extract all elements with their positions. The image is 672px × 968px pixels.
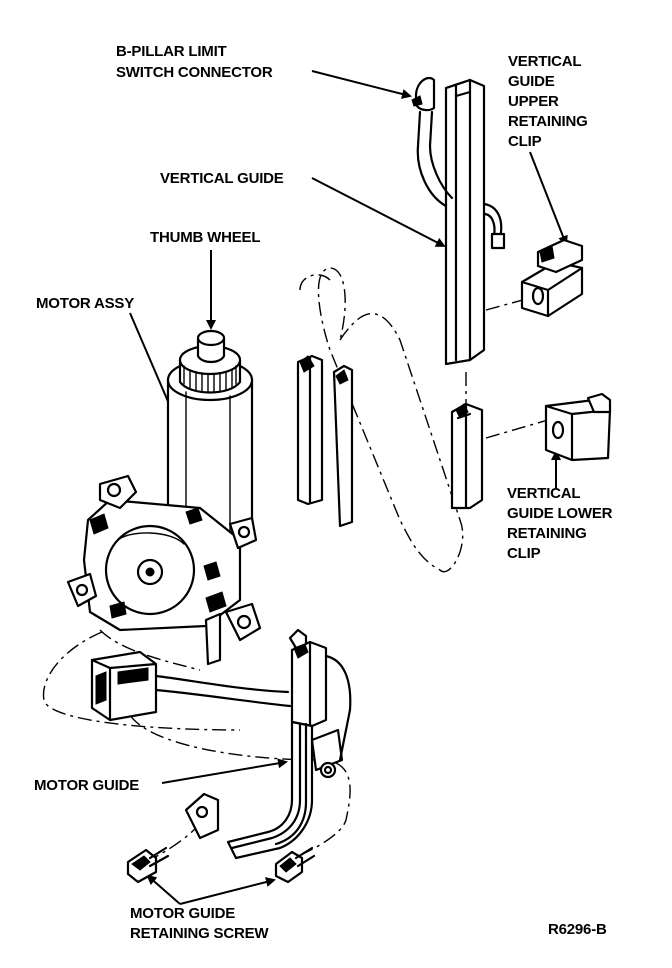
label-lower-clip-line4: CLIP (507, 545, 541, 562)
leader-upper-clip (529, 151, 568, 246)
label-thumb-wheel: THUMB WHEEL (150, 229, 260, 246)
label-upper-clip-line3: UPPER (508, 93, 559, 110)
vertical-guide-upper-retaining-clip (520, 238, 584, 318)
retaining-screw-right (274, 846, 316, 884)
guide-channel-piece (296, 354, 354, 528)
vertical-guide-lower (450, 402, 484, 510)
bpillar-connector (411, 76, 506, 250)
label-bpillar-connector: B-PILLAR LIMIT SWITCH CONNECTOR (116, 43, 273, 81)
label-motor-assy: MOTOR ASSY (36, 295, 134, 312)
leader-screw-right (179, 877, 276, 905)
label-screw-line2: RETAINING SCREW (130, 925, 269, 942)
label-upper-clip-line5: CLIP (508, 133, 542, 150)
leader-bpillar-connector (311, 70, 412, 99)
motor-guide (184, 628, 352, 860)
motor-electrical-connector (90, 650, 292, 722)
label-upper-clip-line2: GUIDE (508, 73, 555, 90)
leader-vertical-guide (311, 177, 446, 247)
label-screw-line1: MOTOR GUIDE (130, 905, 235, 922)
label-upper-clip: VERTICAL GUIDE UPPER RETAINING CLIP (508, 53, 588, 150)
thumb-wheel-ridges (183, 365, 237, 393)
label-upper-clip-line4: RETAINING (508, 113, 588, 130)
label-lower-clip-line2: GUIDE LOWER (507, 505, 613, 522)
motor-assembly (66, 329, 262, 666)
label-retaining-screw: MOTOR GUIDE RETAINING SCREW (130, 905, 270, 942)
label-upper-clip-line1: VERTICAL (508, 53, 581, 70)
label-lower-clip-line1: VERTICAL (507, 485, 580, 502)
leader-screw-left (146, 874, 181, 905)
leader-motor-guide (161, 758, 288, 784)
vertical-guide-upper (444, 78, 486, 366)
label-lower-clip: VERTICAL GUIDE LOWER RETAINING CLIP (507, 485, 613, 562)
label-bpillar-line2: SWITCH CONNECTOR (116, 64, 273, 81)
label-bpillar-line1: B-PILLAR LIMIT (116, 43, 227, 60)
label-motor-guide: MOTOR GUIDE (34, 777, 139, 794)
retaining-screw-left (126, 846, 170, 884)
vertical-guide-lower-retaining-clip (544, 392, 612, 462)
figure-code: R6296-B (548, 921, 607, 938)
label-vertical-guide: VERTICAL GUIDE (160, 170, 284, 187)
label-lower-clip-line3: RETAINING (507, 525, 587, 542)
